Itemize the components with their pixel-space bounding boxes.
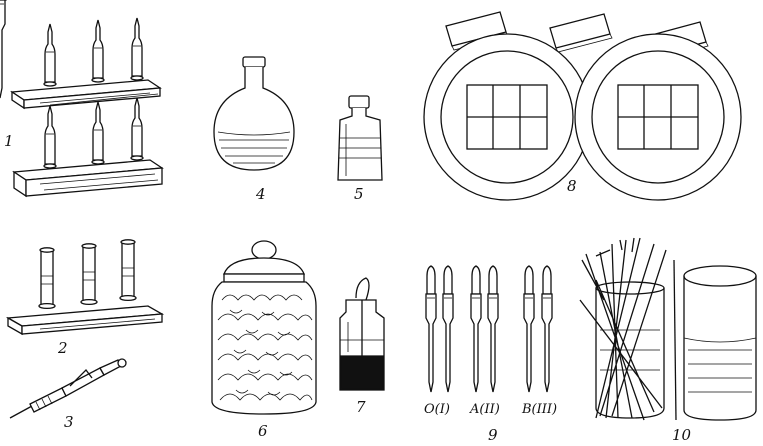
- glass-rod: [673, 259, 677, 421]
- counting-chamber-right: [574, 33, 742, 201]
- counting-chamber-left: [423, 33, 591, 201]
- pipette-set: [0, 0, 553, 393]
- label-3: 3: [64, 413, 74, 431]
- label-4: 4: [255, 185, 266, 203]
- cotton-jar: [211, 240, 317, 415]
- pipette-group-o: O(I): [424, 402, 450, 417]
- pipette-group-b: B(III): [521, 402, 557, 417]
- syringe: [9, 358, 127, 419]
- dropper-bottle: [339, 277, 385, 391]
- label-2: 2: [57, 339, 68, 357]
- label-1: 1: [4, 132, 14, 150]
- label-6: 6: [258, 422, 268, 440]
- label-9: 9: [488, 426, 498, 444]
- beaker-with-rods: [579, 237, 667, 421]
- label-8: 8: [567, 177, 577, 195]
- ampoule-rack-two-tier: [0, 0, 164, 198]
- label-5: 5: [354, 185, 364, 203]
- label-10: 10: [672, 426, 692, 444]
- pipette-group-a: A(II): [469, 402, 500, 417]
- label-7: 7: [356, 398, 366, 416]
- test-tube-rack: [0, 0, 165, 336]
- glass-cylinder: [683, 265, 757, 421]
- round-bottom-flask: [213, 56, 295, 171]
- small-bottle: [337, 95, 383, 181]
